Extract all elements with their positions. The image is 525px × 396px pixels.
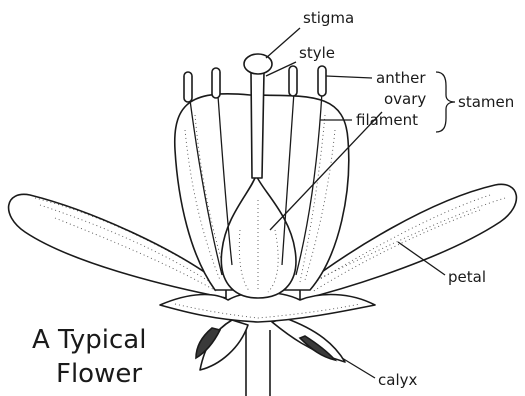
label-petal: petal bbox=[448, 268, 486, 286]
title-line-2: Flower bbox=[56, 359, 142, 389]
leader-stigma bbox=[266, 28, 300, 58]
anther-1 bbox=[184, 72, 192, 102]
style bbox=[251, 72, 264, 178]
title-line-1: A Typical bbox=[32, 325, 146, 355]
label-ovary: ovary bbox=[384, 90, 426, 108]
stamen-brace bbox=[436, 72, 455, 132]
label-anther: anther bbox=[376, 69, 426, 87]
anther-4 bbox=[318, 66, 326, 96]
label-stigma: stigma bbox=[303, 9, 354, 27]
anther-3 bbox=[289, 66, 297, 96]
stem bbox=[246, 330, 270, 396]
anther-2 bbox=[212, 68, 220, 98]
label-style: style bbox=[299, 44, 335, 62]
label-calyx: calyx bbox=[378, 371, 417, 389]
label-stamen: stamen bbox=[458, 93, 514, 111]
label-filament: filament bbox=[356, 111, 418, 129]
leader-anther bbox=[326, 76, 372, 78]
leader-calyx bbox=[342, 358, 375, 378]
